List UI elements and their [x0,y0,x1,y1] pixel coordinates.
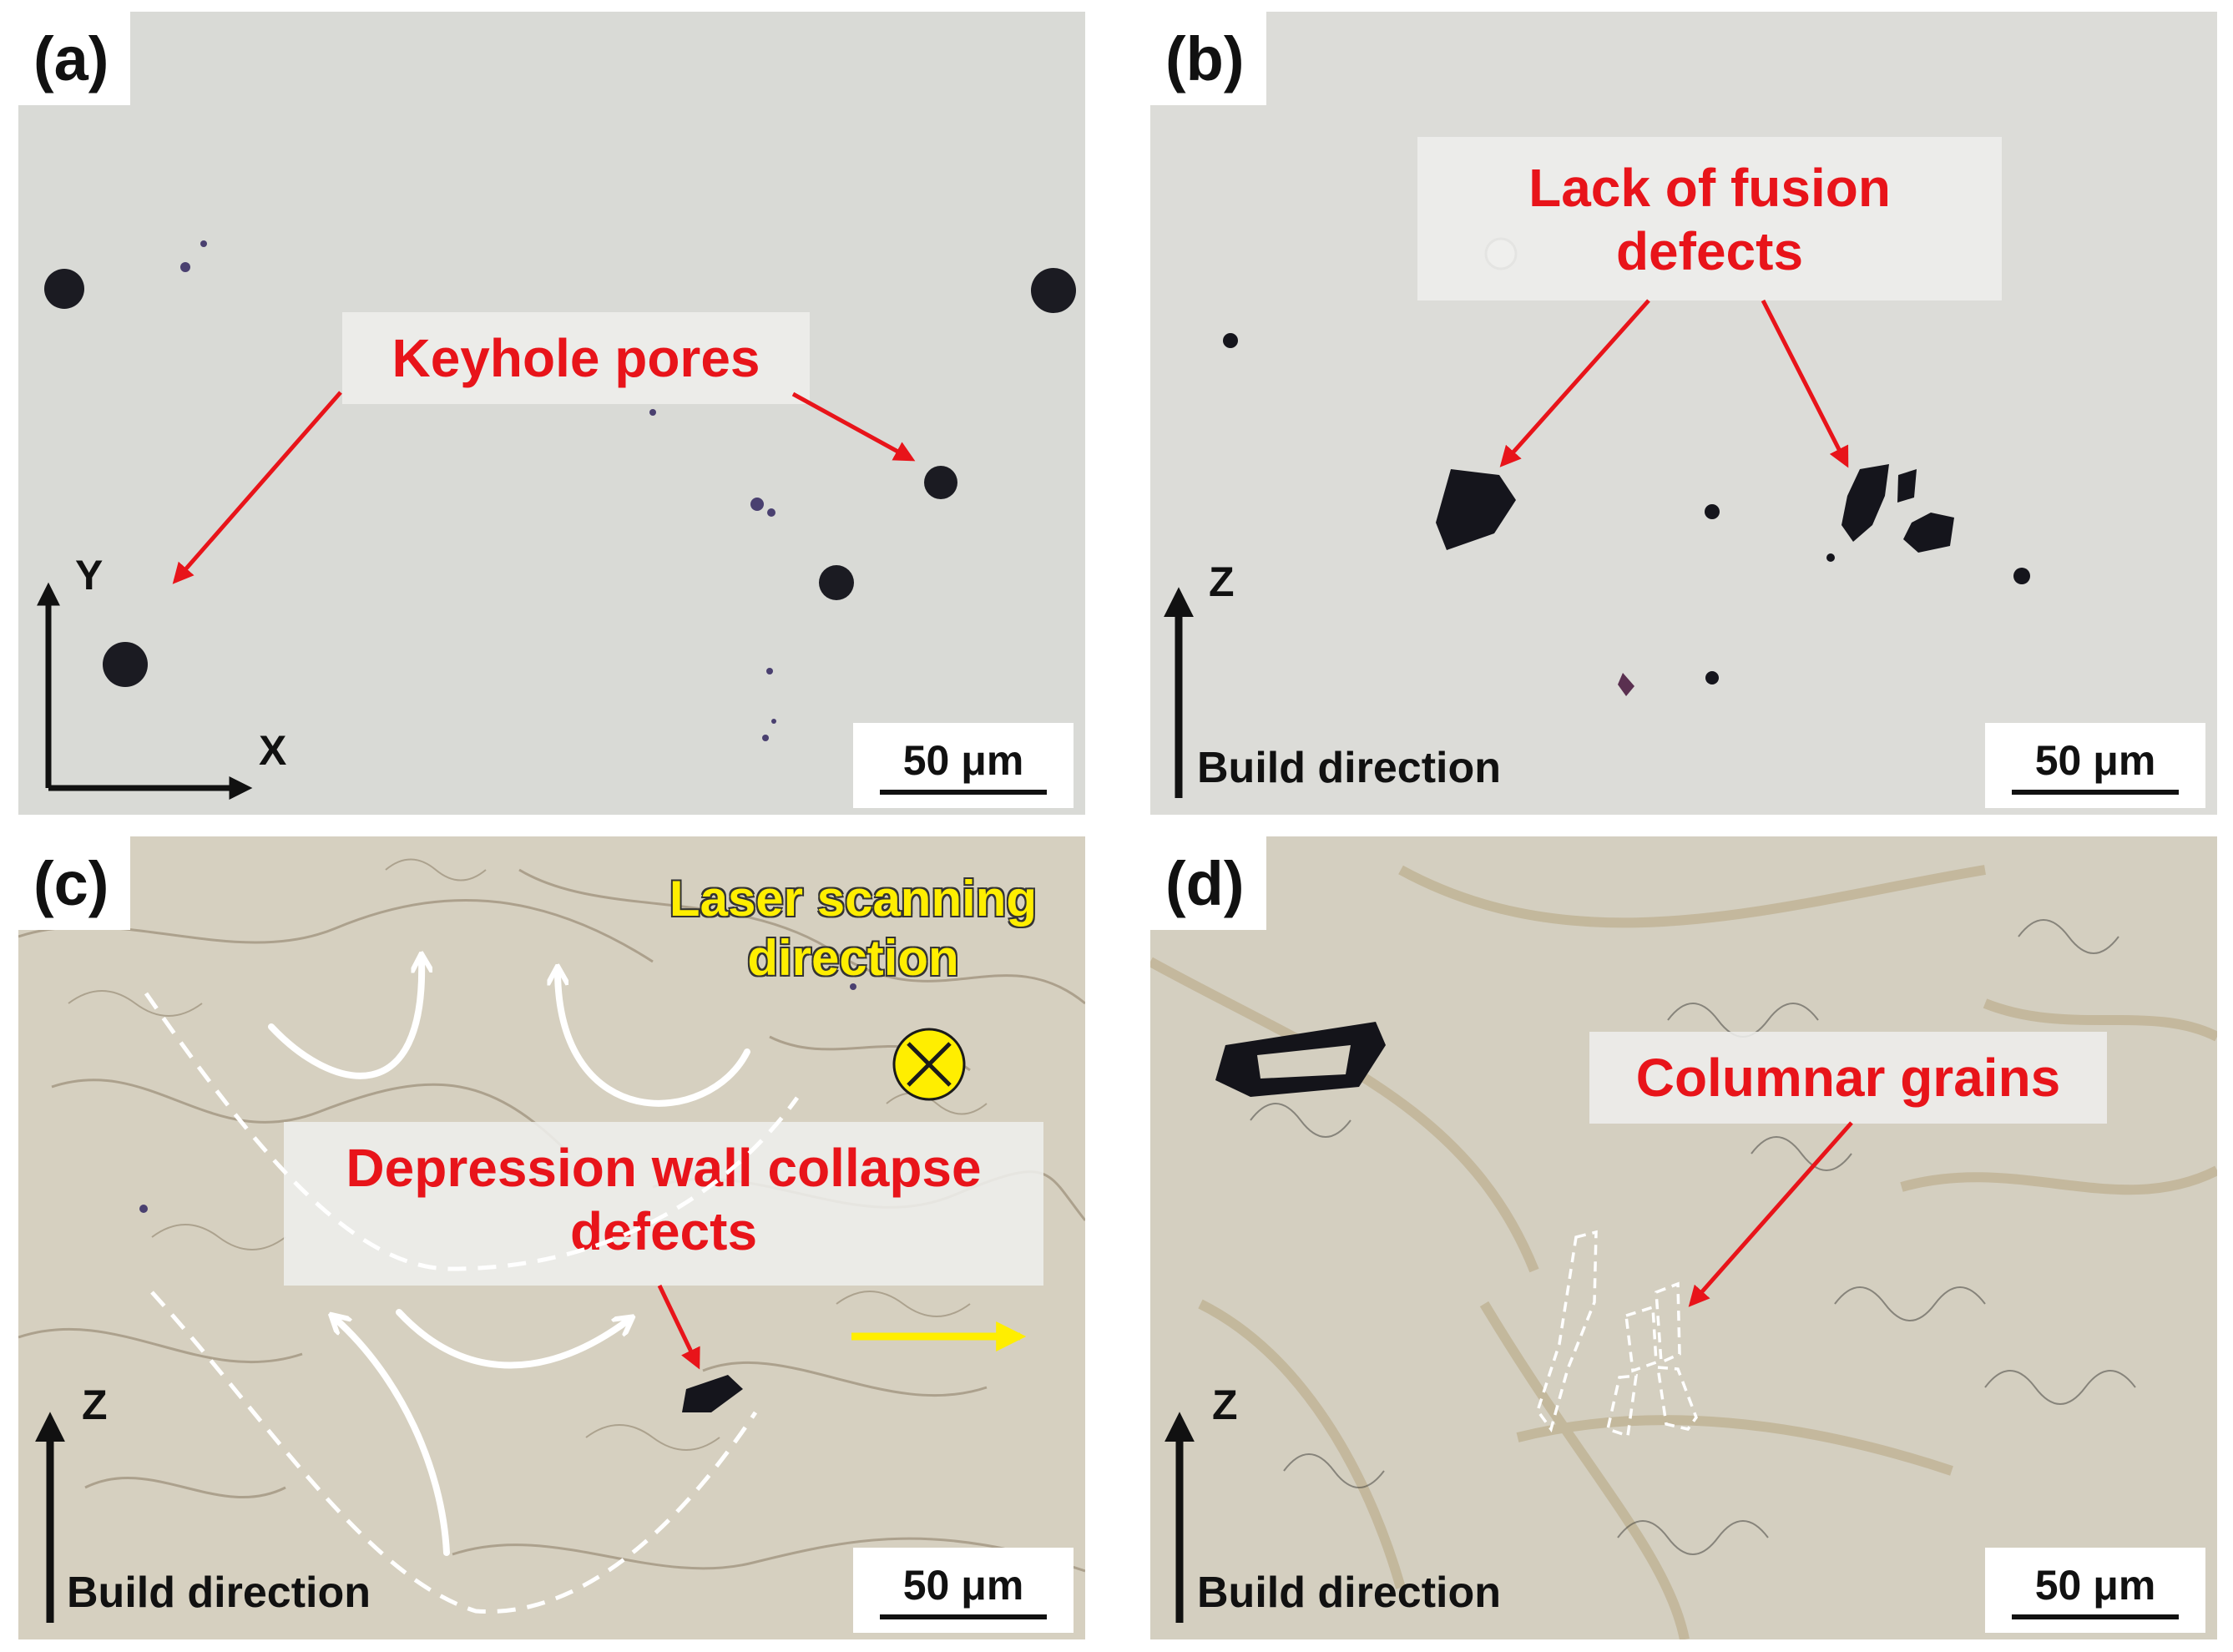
laser-label-line1: Laser scanning [669,871,1038,927]
scale-bar-b: 50 μm [1985,723,2205,808]
lack-of-fusion-label-line1: Lack of fusion [1528,158,1891,218]
scale-bar-line [2012,1614,2179,1619]
lack-of-fusion-defects [1223,333,2030,685]
build-direction-label: Build direction [1197,744,1501,792]
build-direction-label: Build direction [67,1569,371,1617]
scale-bar-c: 50 μm [853,1548,1074,1633]
panel-label-b: (b) [1150,12,1266,105]
lack-of-fusion-label: Lack of fusion defects [1417,137,2002,301]
build-direction-label: Build direction [1197,1569,1501,1617]
scale-bar-label: 50 μm [902,737,1024,784]
collapse-label-line1: Depression wall collapse [346,1138,982,1198]
scale-bar-line [880,1614,1047,1619]
axis-y-label: Y [75,552,104,599]
scale-bar-a: 50 μm [853,723,1074,808]
collapse-label-line2: defects [569,1200,758,1261]
scale-bar-label: 50 μm [2034,737,2156,784]
scale-bar-line [2012,790,2179,795]
axis-z-label: Z [82,1382,108,1428]
panel-d-micrograph [1150,836,2217,1639]
melt-pool-boundaries [1150,865,2217,1639]
axis-z-label: Z [1212,1382,1238,1428]
depression-wall-collapse-label: Depression wall collapse defects [284,1122,1043,1286]
panel-label-c: (c) [18,836,131,930]
panel-label-d: (d) [1150,836,1266,930]
columnar-grains-label: Columnar grains [1589,1032,2107,1124]
panel-a: (a) Keyhole pores Y X 50 μm [18,12,1085,815]
panel-b-micrograph [1150,12,2217,815]
grain-structure [1250,919,2136,1555]
axis-x-label: X [259,727,287,774]
laser-scanning-direction-label: Laser scanning direction [619,870,1085,988]
scale-bar-label: 50 μm [2034,1562,2156,1609]
panel-c: (c) Laser scanning direction Depression … [18,836,1085,1639]
laser-label-line2: direction [747,929,959,986]
lack-of-fusion-label-line2: defects [1615,220,1804,281]
panel-d: (d) Columnar grains Z Build direction 50… [1150,836,2217,1639]
panel-b: (b) Lack of fusion defects Z Build direc… [1150,12,2217,815]
keyhole-pores-label: Keyhole pores [342,312,810,404]
scale-bar-label: 50 μm [902,1562,1024,1609]
scale-bar-d: 50 μm [1985,1548,2205,1633]
keyhole-pores [44,268,1076,687]
scale-bar-line [880,790,1047,795]
axis-z-label: Z [1209,558,1235,605]
panel-label-a: (a) [18,12,131,105]
panel-a-micrograph [18,12,1085,815]
